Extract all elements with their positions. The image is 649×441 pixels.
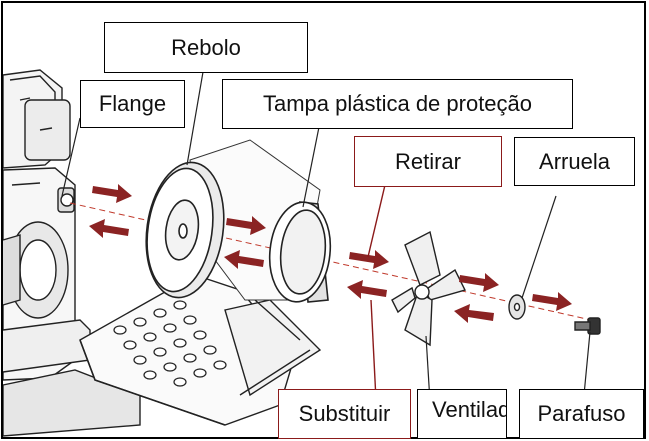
arrow-right-1 [92, 184, 132, 203]
arrow-left-1 [89, 219, 129, 238]
arrow-right-3 [349, 250, 389, 269]
grinder-machine-body [2, 69, 141, 437]
arrow-left-2 [224, 250, 264, 269]
arrow-left-4 [454, 304, 494, 323]
label-arruela: Arruela [514, 137, 635, 186]
screw [574, 317, 601, 335]
label-rebolo: Rebolo [104, 22, 308, 73]
label-retirar: Retirar [354, 136, 502, 187]
fan-impeller [391, 230, 467, 347]
label-substituir: Substituir [278, 389, 411, 439]
washer [508, 294, 526, 320]
label-tampa: Tampa plástica de proteção [222, 79, 573, 129]
protective-cap [268, 201, 332, 303]
arrow-right-5 [532, 292, 572, 311]
action-leader-lines [367, 184, 386, 401]
leader-lines [61, 71, 591, 403]
arrow-right-2 [226, 216, 266, 235]
label-parafuso: Parafuso [519, 389, 644, 439]
grinding-wheel [145, 161, 225, 299]
label-flange: Flange [80, 80, 185, 128]
label-ventilador: Ventilador [417, 389, 507, 439]
plastic-tray [79, 274, 322, 426]
arrow-left-3 [347, 280, 387, 299]
direction-arrows [89, 184, 572, 323]
arrow-right-4 [459, 273, 499, 292]
label-ventilador-text: Ventilador [432, 397, 506, 422]
